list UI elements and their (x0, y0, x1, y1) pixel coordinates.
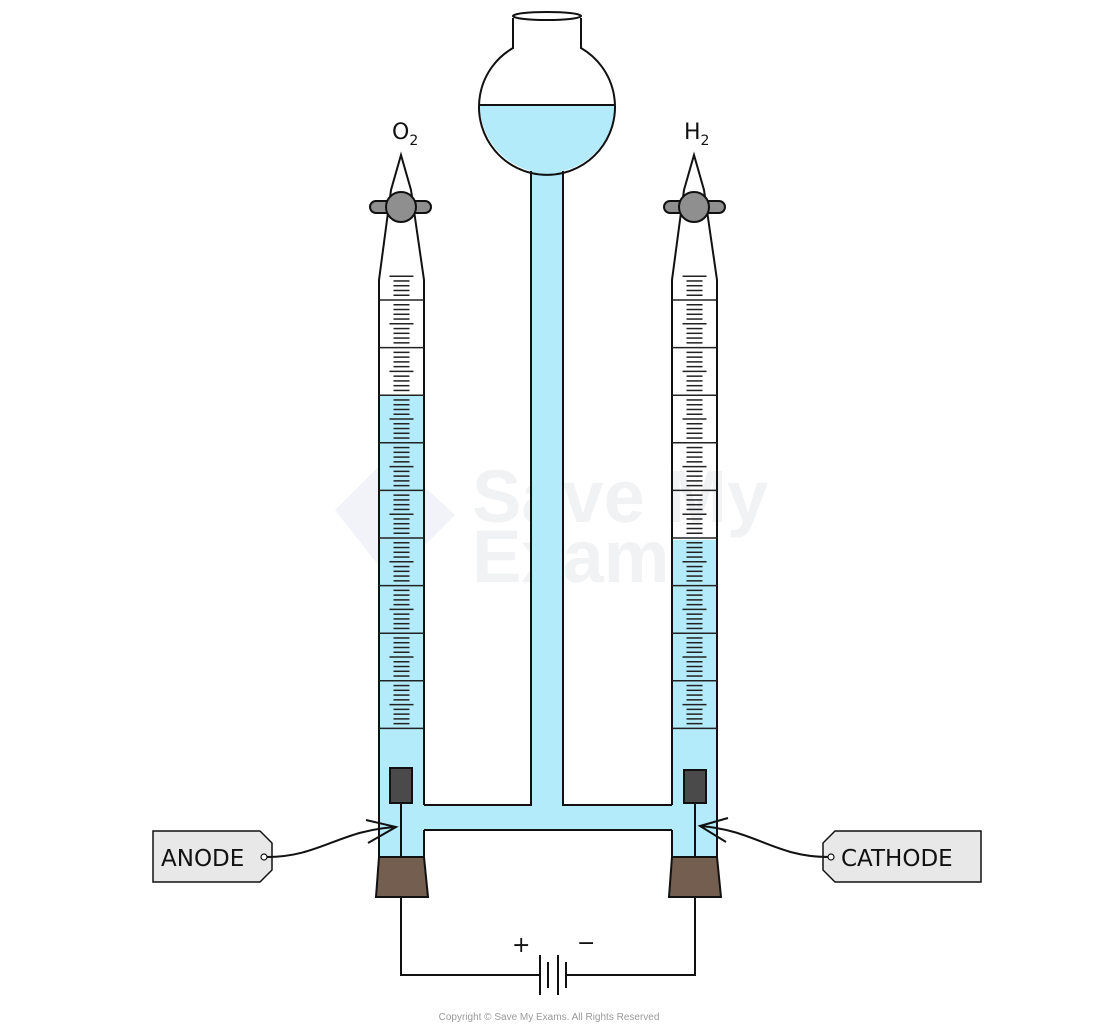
copyright-text: Copyright © Save My Exams. All Rights Re… (439, 1012, 660, 1023)
left-stopcock[interactable] (369, 191, 432, 223)
cathode-electrode (683, 769, 707, 804)
electrolyte-liquid (379, 105, 717, 857)
hydrogen-label: H2 (684, 120, 709, 149)
cathode-label: CATHODE (841, 846, 953, 872)
anode-pointer-arrow (266, 819, 399, 858)
left-burette-scale (379, 275, 424, 730)
right-stopcock[interactable] (663, 191, 726, 223)
watermark-line1: Save My (472, 455, 768, 538)
right-burette-scale (672, 275, 717, 730)
left-burette (378, 151, 425, 857)
glassware-outline (378, 11, 718, 857)
watermark-line2: Exams (472, 515, 711, 598)
oxygen-label: O2 (392, 120, 418, 149)
reservoir-bulb (478, 18, 616, 176)
battery-icon (539, 955, 567, 995)
anode-tag: ANODE (152, 819, 399, 883)
central-stem (424, 171, 672, 831)
right-burette (671, 151, 718, 857)
battery-positive: + (512, 933, 530, 958)
watermark-logo: Save My Exams (335, 455, 768, 598)
cathode-tag: CATHODE (697, 817, 982, 883)
anode-stopper (374, 856, 430, 898)
circuit-wire (400, 897, 696, 976)
anode-electrode (389, 767, 413, 804)
battery-negative: − (577, 931, 595, 956)
cathode-stopper (667, 856, 723, 898)
cathode-pointer-arrow (697, 817, 829, 858)
anode-label: ANODE (161, 846, 244, 872)
reservoir-mouth (512, 11, 582, 21)
